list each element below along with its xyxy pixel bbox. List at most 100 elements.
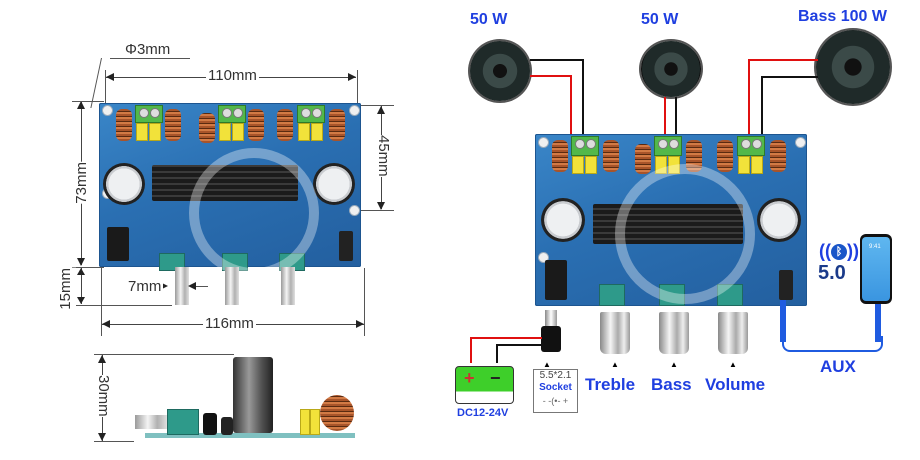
treble-pointer-icon: ▲ xyxy=(611,360,619,369)
capacitor xyxy=(572,156,584,174)
bluetooth-version: 5.0 xyxy=(818,262,846,284)
knob-height-label: 15mm xyxy=(56,268,76,310)
hole-diameter-leader xyxy=(110,58,190,59)
wire-black xyxy=(496,344,498,363)
watermark xyxy=(615,164,755,304)
speaker-3-icon xyxy=(816,30,890,104)
side-small-capacitor xyxy=(203,413,217,435)
side-board xyxy=(145,433,355,438)
side-toroid-coil xyxy=(320,395,354,431)
hole-spacing-tick-top xyxy=(360,105,394,106)
phone-time: 9:41 xyxy=(869,244,881,250)
wire-black xyxy=(496,344,542,346)
battery-icon: + − xyxy=(455,366,514,404)
speaker-terminal xyxy=(297,105,325,123)
overall-width-arrow-left xyxy=(102,320,110,328)
dc-power-jack xyxy=(107,227,129,261)
wire-red xyxy=(530,75,572,77)
capacitor xyxy=(311,123,323,141)
capacitor xyxy=(751,156,763,174)
capacitor xyxy=(149,123,161,141)
top-width-arrow-left xyxy=(106,73,114,81)
socket-spec-box: 5.5*2.1 Socket - -(•- + xyxy=(533,369,578,413)
wire-black xyxy=(530,59,584,61)
volume-pointer-icon: ▲ xyxy=(729,360,737,369)
mount-hole xyxy=(795,137,806,148)
socket-pointer-icon: ▲ xyxy=(543,360,551,369)
socket-size: 5.5*2.1 xyxy=(539,370,572,381)
smartphone-icon: 9:41 xyxy=(860,234,892,304)
speaker-terminal xyxy=(218,105,246,123)
treble-label: Treble xyxy=(585,375,636,394)
speaker-terminal xyxy=(135,105,163,123)
capacitor xyxy=(585,156,597,174)
socket-label: Socket xyxy=(539,382,572,393)
board-height-label: 73mm xyxy=(72,162,92,204)
aux-cable-plug xyxy=(780,300,786,342)
hole-diameter-label: Φ3mm xyxy=(123,41,173,58)
mount-hole xyxy=(102,105,113,116)
knob-height-tick-top xyxy=(72,267,104,268)
speaker-terminal xyxy=(654,136,682,156)
wire-black xyxy=(761,76,763,139)
audio-jack xyxy=(779,270,793,300)
capacitor xyxy=(136,123,148,141)
side-small-capacitor xyxy=(221,417,233,435)
inductor-coil xyxy=(635,144,651,174)
bass-knob[interactable] xyxy=(659,312,689,354)
audio-jack xyxy=(339,231,353,261)
capacitor xyxy=(298,123,310,141)
top-width-tick-right xyxy=(357,70,358,108)
hole-spacing-arrow-top xyxy=(377,106,385,114)
inductor-coil xyxy=(199,113,215,143)
side-capacitor xyxy=(310,409,320,435)
speaker-2-label: 50 W xyxy=(641,11,679,28)
speaker-terminal xyxy=(737,136,765,156)
side-potentiometer xyxy=(167,409,199,435)
overall-width-tick-right xyxy=(364,268,365,336)
wire-black xyxy=(675,97,677,139)
aux-label: AUX xyxy=(820,357,856,376)
amplifier-board xyxy=(535,134,807,306)
overall-width-arrow-right xyxy=(356,320,364,328)
board-height-tick-top xyxy=(72,101,104,102)
capacitor xyxy=(232,123,244,141)
inductor-coil xyxy=(717,140,733,172)
board-height-arrow-top xyxy=(77,101,85,109)
inductor-coil xyxy=(552,140,568,172)
side-height-arrow-top xyxy=(98,355,106,363)
treble-potentiometer xyxy=(159,253,185,271)
watermark xyxy=(189,148,319,278)
dimension-diagram: Φ3mm 110mm 73mm 15mm 45mm xyxy=(0,0,430,460)
bass-shaft xyxy=(225,267,239,305)
knob-height-arrow-top xyxy=(77,268,85,275)
knob-diameter-label: 7mm xyxy=(126,278,164,295)
treble-potentiometer xyxy=(599,284,625,306)
volume-shaft xyxy=(281,267,295,305)
speaker-3-label: Bass 100 W xyxy=(798,8,887,25)
inductor-coil xyxy=(165,109,181,141)
top-width-arrow-right xyxy=(348,73,356,81)
inductor-coil xyxy=(329,109,345,141)
hole-spacing-tick-bottom xyxy=(360,210,394,211)
mount-hole xyxy=(538,252,549,263)
treble-knob[interactable] xyxy=(600,312,630,354)
wire-red xyxy=(748,59,818,61)
aux-cable xyxy=(782,336,883,352)
speaker-terminal xyxy=(571,136,599,156)
mount-hole xyxy=(349,105,360,116)
overall-width-label: 116mm xyxy=(203,315,256,332)
bass-pointer-icon: ▲ xyxy=(670,360,678,369)
inductor-coil xyxy=(277,109,293,141)
volume-knob[interactable] xyxy=(718,312,748,354)
side-capacitor xyxy=(300,409,310,435)
side-height-label: 30mm xyxy=(93,375,113,417)
wire-red xyxy=(664,97,666,139)
inductor-coil xyxy=(248,109,264,141)
electrolytic-capacitor xyxy=(313,163,355,205)
wire-red xyxy=(470,337,472,363)
hole-spacing-arrow-bottom xyxy=(377,202,385,210)
electrolytic-capacitor xyxy=(103,163,145,205)
pcb-side-view xyxy=(135,355,365,445)
capacitor xyxy=(219,123,231,141)
